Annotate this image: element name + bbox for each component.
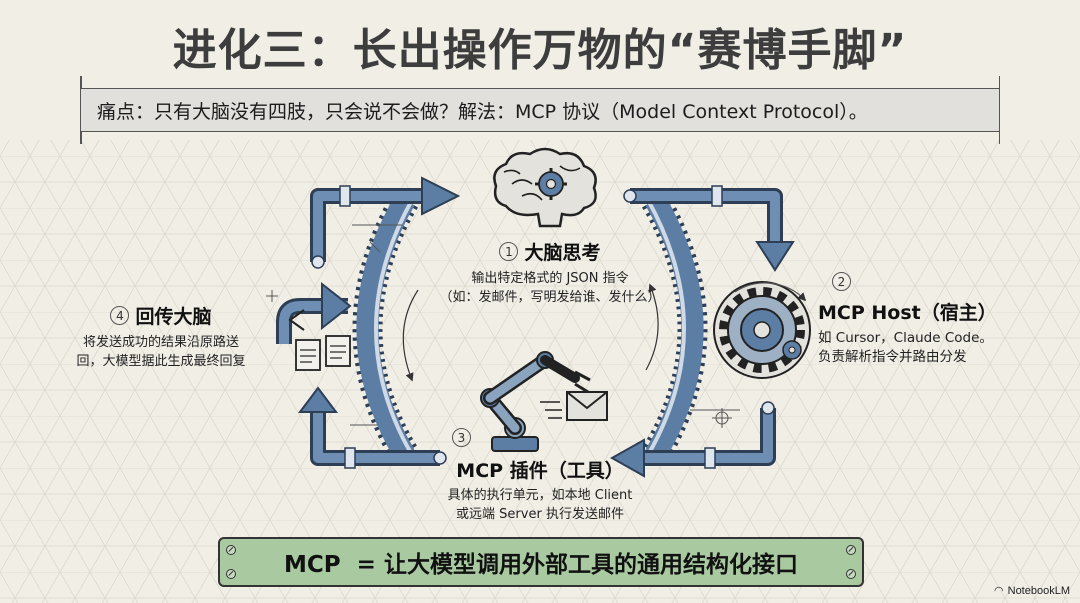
documents-icon <box>295 335 351 371</box>
robot-arm-icon <box>480 351 591 452</box>
step-1-number: 1 <box>499 242 519 261</box>
step-3-desc-line-1: 具体的执行单元，如本地 Client <box>447 488 633 503</box>
summary-text: MCP = 让大模型调用外部工具的通用结构化接口 <box>284 552 798 578</box>
left-gear-arc <box>352 192 419 463</box>
step-1-desc-line-1: 输出特定格式的 JSON 指令 <box>471 271 629 286</box>
notebooklm-logo-icon: ◠ <box>994 585 1004 597</box>
step-4-return-brain: 4 回传大脑 将发送成功的结果沿原路送 回，大模型据此生成最终回复 <box>56 302 266 371</box>
brain-icon <box>493 147 597 228</box>
right-gear-arc <box>641 192 708 463</box>
step-2-number: 2 <box>832 272 851 291</box>
pipe-to-host <box>623 185 795 272</box>
step-1-brain-think: 1 大脑思考 输出特定格式的 JSON 指令 （如：发邮件，写明发给谁、发什么） <box>420 238 680 307</box>
step-1-desc-line-2: （如：发邮件，写明发给谁、发什么） <box>439 290 661 305</box>
summary-bar: MCP = 让大模型调用外部工具的通用结构化接口 <box>218 537 864 587</box>
step-4-title: 回传大脑 <box>135 306 212 328</box>
step-2-desc-line-2: 负责解析指令并路由分发 <box>818 349 967 365</box>
step-3-mcp-plugin: 3 MCP 插件（工具） 具体的执行单元，如本地 Client 或远端 Serv… <box>420 428 660 524</box>
pipe-to-plugin <box>609 401 776 478</box>
pipe-to-return <box>298 386 447 469</box>
envelope-icon <box>540 391 608 421</box>
step-2-mcp-host: 2 MCP Host（宿主） 如 Cursor，Claude Code。 负责解… <box>818 272 1058 367</box>
page-title: 进化三：长出操作万物的“赛博手脚” <box>172 25 908 76</box>
gear-icon <box>712 281 811 428</box>
step-4-number: 4 <box>110 306 130 325</box>
step-3-desc-line-2: 或远端 Server 执行发送邮件 <box>456 507 624 522</box>
step-2-title: MCP Host（宿主） <box>818 302 997 324</box>
pain-point-bar: 痛点：只有大脑没有四肢，只会说不会做？解法：MCP 协议（Model Conte… <box>80 76 1000 144</box>
step-4-desc-line-2: 回，大模型据此生成最终回复 <box>76 354 246 369</box>
brand-name: NotebookLM <box>1007 584 1070 597</box>
pipe-to-brain <box>310 176 461 269</box>
step-1-title: 大脑思考 <box>524 242 601 264</box>
step-4-desc-line-1: 将发送成功的结果沿原路送 <box>82 335 239 350</box>
return-arrow-icon <box>266 281 352 344</box>
inner-arrow-left <box>402 289 419 382</box>
brand-watermark: ◠ NotebookLM <box>994 584 1070 598</box>
step-3-number: 3 <box>452 428 471 447</box>
pain-point-text: 痛点：只有大脑没有四肢，只会说不会做？解法：MCP 协议（Model Conte… <box>97 100 868 123</box>
inner-arrow-right <box>645 283 659 371</box>
step-2-desc-line-1: 如 Cursor，Claude Code。 <box>818 330 993 346</box>
step-3-title: MCP 插件（工具） <box>456 460 624 482</box>
